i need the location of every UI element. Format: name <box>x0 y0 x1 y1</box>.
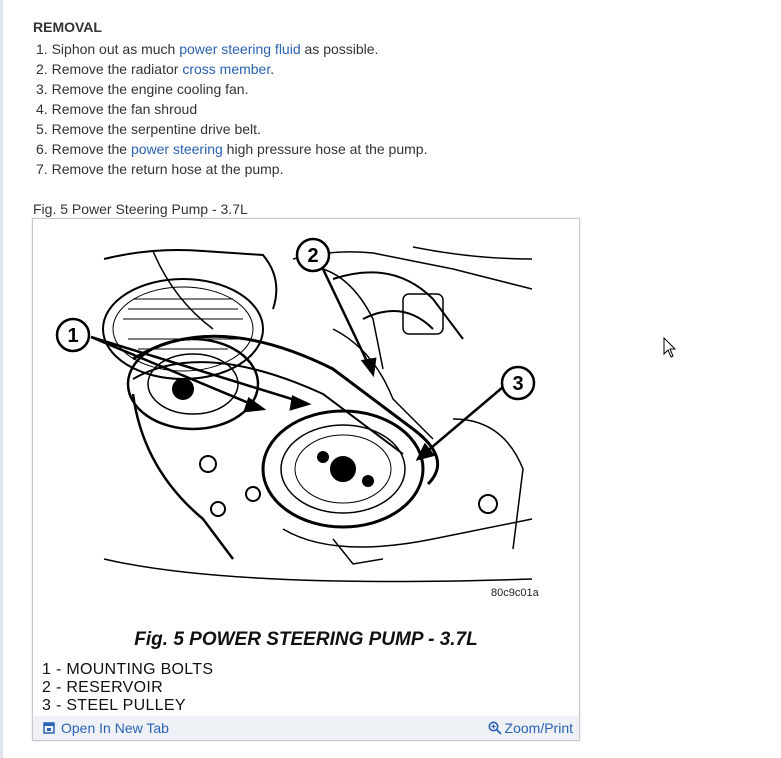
figure-footer: Open In New Tab Zoom/Print <box>33 716 579 740</box>
step-item: 2. Remove the radiator cross member. <box>36 59 427 79</box>
step-text: Siphon out as much <box>51 41 180 57</box>
step-number: 2. <box>36 61 48 77</box>
magnifier-icon <box>488 721 502 735</box>
step-item: 3. Remove the engine cooling fan. <box>36 79 427 99</box>
power-steering-fluid-link[interactable]: power steering fluid <box>179 41 301 57</box>
mouse-cursor-icon <box>663 337 677 358</box>
zoom-print-button[interactable]: Zoom/Print <box>488 720 573 736</box>
diagram-code: 80c9c01a <box>491 587 539 599</box>
figure-container: 1 2 3 80c9c01a Fig. 5 POWER STEERING PUM… <box>32 218 580 741</box>
callout-2-label: 2 <box>307 245 318 267</box>
step-item: 1. Siphon out as much power steering flu… <box>36 39 427 59</box>
step-text: high pressure hose at the pump. <box>222 141 428 157</box>
figure-title: Fig. 5 POWER STEERING PUMP - 3.7L <box>134 629 478 650</box>
open-in-new-tab-label: Open In New Tab <box>61 720 169 736</box>
step-item: 6. Remove the power steering high pressu… <box>36 139 427 159</box>
open-in-new-tab-button[interactable]: Open In New Tab <box>43 720 169 736</box>
callout-1-label: 1 <box>67 325 78 347</box>
cross-member-link[interactable]: cross member <box>182 61 271 77</box>
callout-2: 2 <box>295 237 331 273</box>
callout-1: 1 <box>55 317 91 353</box>
power-steering-pump-diagram: 1 2 3 <box>55 237 536 599</box>
step-number: 5. <box>36 121 48 137</box>
window-left-edge <box>0 0 3 758</box>
step-text: as possible. <box>300 41 379 57</box>
step-text: Remove the engine cooling fan. <box>51 81 249 97</box>
open-tab-icon <box>43 722 55 734</box>
step-text: Remove the <box>51 141 131 157</box>
step-number: 4. <box>36 101 48 117</box>
power-steering-link[interactable]: power steering <box>130 141 223 157</box>
figure-legend: 1 - MOUNTING BOLTS 2 - RESERVOIR 3 - STE… <box>42 661 213 715</box>
legend-item: 3 - STEEL PULLEY <box>42 697 186 714</box>
legend-item: 1 - MOUNTING BOLTS <box>42 661 214 678</box>
step-number: 3. <box>36 81 48 97</box>
step-text: . <box>270 61 275 77</box>
section-heading: REMOVAL <box>33 19 102 35</box>
step-number: 7. <box>36 161 48 177</box>
step-item: 4. Remove the fan shroud <box>36 99 427 119</box>
removal-steps: 1. Siphon out as much power steering flu… <box>36 39 427 179</box>
zoom-print-label: Zoom/Print <box>504 720 573 736</box>
callout-3-label: 3 <box>512 373 523 395</box>
callout-3: 3 <box>500 365 536 401</box>
step-text: Remove the radiator <box>51 61 183 77</box>
step-item: 5. Remove the serpentine drive belt. <box>36 119 427 139</box>
legend-item: 2 - RESERVOIR <box>42 679 163 696</box>
step-item: 7. Remove the return hose at the pump. <box>36 159 427 179</box>
step-number: 1. <box>36 41 48 57</box>
step-number: 6. <box>36 141 48 157</box>
step-text: Remove the serpentine drive belt. <box>51 121 261 137</box>
figure-caption: Fig. 5 Power Steering Pump - 3.7L <box>33 201 248 217</box>
step-text: Remove the fan shroud <box>51 101 198 117</box>
step-text: Remove the return hose at the pump. <box>51 161 284 177</box>
